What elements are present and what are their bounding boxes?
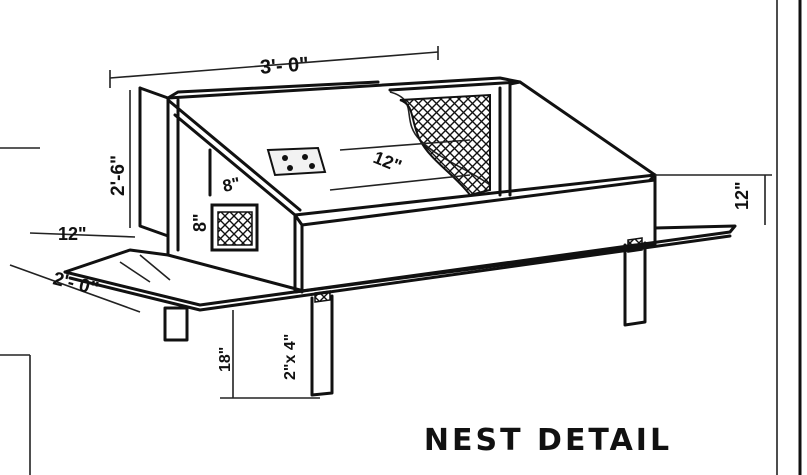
drawing-title: NEST DETAIL (424, 423, 672, 458)
right-end-panel (498, 80, 657, 197)
dim-right-height: 12" (732, 181, 752, 210)
leg-left (163, 306, 189, 342)
entrance-opening (210, 203, 259, 252)
dim-height-back: 2'-6" (108, 155, 129, 196)
leg-right (623, 237, 647, 327)
dim-width-top: 3'- 0" (259, 53, 309, 78)
dim-depth-inner: 12" (371, 147, 405, 176)
dim-leg-size: 2"x 4" (282, 334, 299, 380)
dim-platform-width: 12" (58, 224, 87, 244)
platform-board (63, 224, 737, 312)
leg-middle (310, 290, 334, 397)
dim-entry-width: 8" (221, 174, 242, 196)
hinge-plate (266, 146, 327, 177)
dim-leg-height: 18" (217, 347, 234, 372)
dim-platform-length: 2'- 0" (51, 268, 101, 300)
dim-entry-height: 8" (190, 213, 210, 232)
left-end-panel (166, 98, 302, 292)
dimension-lines (9, 46, 772, 399)
